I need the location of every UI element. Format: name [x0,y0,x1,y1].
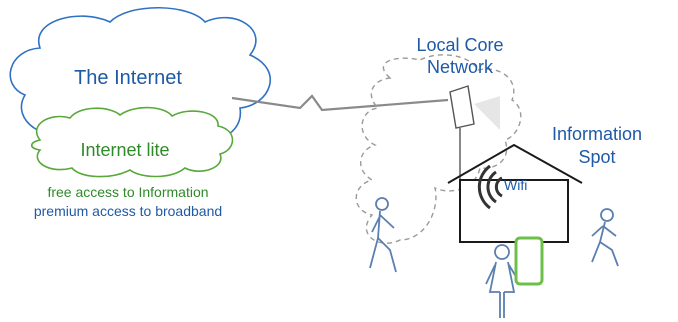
wifi-label: Wifi [504,177,527,193]
antenna-beam [474,96,500,130]
phone-icon [514,236,544,286]
premium-access-text: premium access to broadband [34,203,222,219]
local-core-label-line1: Local Core [416,35,503,55]
info-spot-label-line1: Information [552,124,642,144]
house-body [459,179,569,243]
link-line [231,94,449,112]
person-running-icon [591,208,619,267]
internet-label: The Internet [74,67,182,89]
person-walking-icon [369,197,397,273]
local-core-label-line2: Network [427,57,494,77]
person-standing-icon [485,244,519,318]
internet-lite-label: Internet lite [80,140,169,160]
wifi-icon [477,164,503,210]
house-roof [447,143,583,184]
antenna-panel [449,85,475,129]
info-spot-label-line2: Spot [578,147,615,167]
internet-lite-cloud [30,106,234,178]
free-access-text: free access to Information [47,184,208,200]
local-core-network-cloud [355,54,522,244]
